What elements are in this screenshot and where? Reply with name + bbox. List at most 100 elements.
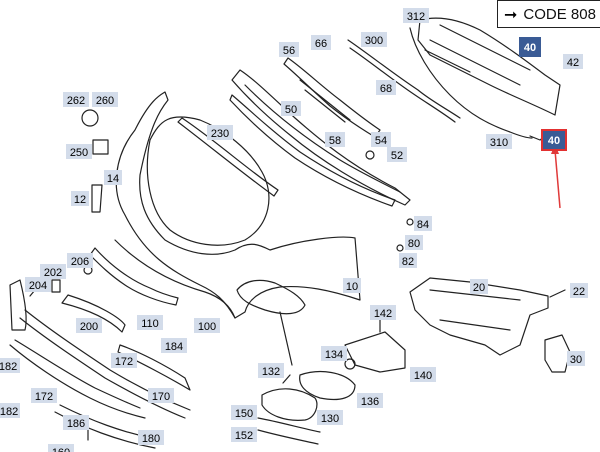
callout-230: 230 [207,125,233,140]
callout-130: 130 [317,410,343,425]
svg-text:58: 58 [329,135,341,147]
module-250 [92,139,109,155]
clip-134 [344,358,356,370]
svg-text:54: 54 [375,135,387,147]
hole-202 [51,279,61,293]
callout-180: 180 [138,430,164,445]
svg-text:22: 22 [573,286,585,298]
callout-110: 110 [137,315,163,330]
svg-text:130: 130 [321,413,339,425]
svg-text:200: 200 [80,321,98,333]
callout-142: 142 [370,305,396,320]
callout-40-highlight: 40 [541,129,567,151]
svg-text:186: 186 [67,418,85,430]
absorber-40 [417,17,561,116]
callout-52: 52 [387,147,407,162]
callout-202: 202 [40,264,66,279]
code-label: CODE 808 [523,5,596,23]
callout-12: 12 [71,191,89,206]
strip-172 [14,339,141,409]
indicator-arrow [554,149,561,209]
svg-text:134: 134 [325,349,343,361]
svg-text:142: 142 [374,308,392,320]
callout-260: 260 [92,92,118,107]
svg-text:160: 160 [52,447,70,452]
bumper-cover [115,91,361,319]
callout-136: 136 [357,393,383,408]
svg-text:312: 312 [407,11,425,23]
svg-text:66: 66 [315,38,327,50]
callout-40-top: 40 [519,37,541,57]
harness-310 [409,27,533,139]
callout-206: 206 [67,253,93,268]
trim-152 [257,429,319,445]
callout-200: 200 [76,318,102,333]
callout-82: 82 [399,253,417,268]
callout-170: 170 [148,388,174,403]
svg-text:100: 100 [198,321,216,333]
callout-172-a: 172 [111,353,137,368]
callout-182-a: 182 [0,358,20,373]
svg-text:82: 82 [402,256,414,268]
fog-trim-136 [299,371,356,401]
callout-68: 68 [376,80,396,95]
callout-20: 20 [470,279,488,294]
svg-text:68: 68 [380,83,392,95]
callout-184: 184 [161,338,187,353]
svg-text:172: 172 [115,356,133,368]
callout-186: 186 [63,415,89,430]
callout-172-b: 172 [31,388,57,403]
callout-300: 300 [361,32,387,47]
grille-110 [89,247,179,306]
svg-text:132: 132 [262,366,280,378]
svg-text:14: 14 [107,173,119,185]
callout-56: 56 [279,42,299,57]
clip-12 [91,184,103,213]
svg-text:52: 52 [391,150,403,162]
svg-text:182: 182 [0,406,18,418]
svg-text:42: 42 [567,57,579,69]
callout-58: 58 [325,132,345,147]
svg-text:56: 56 [283,45,295,57]
svg-text:180: 180 [142,433,160,445]
svg-text:80: 80 [408,238,420,250]
svg-text:182: 182 [0,361,17,373]
leader-line [279,311,293,366]
callout-80: 80 [405,235,423,250]
callout-10: 10 [343,278,361,293]
svg-text:260: 260 [96,95,114,107]
sensor-262 [81,109,99,127]
svg-text:206: 206 [71,256,89,268]
svg-text:50: 50 [285,104,297,116]
screw-22 [549,289,566,298]
svg-text:310: 310 [490,137,508,149]
svg-text:20: 20 [473,282,485,294]
clip-54 [365,150,375,160]
screw-132 [282,374,291,384]
svg-text:250: 250 [70,147,88,159]
svg-text:152: 152 [235,430,253,442]
code-legend: ➞ CODE 808 [497,0,600,28]
callout-100: 100 [194,318,220,333]
absorber-50 [229,94,396,207]
svg-text:150: 150 [235,408,253,420]
svg-text:184: 184 [165,341,183,353]
svg-text:202: 202 [44,267,62,279]
strip-200 [61,294,126,333]
callout-134: 134 [321,346,347,361]
callout-132: 132 [258,363,284,378]
callout-152: 152 [231,427,257,442]
callout-84: 84 [414,216,432,231]
callout-312: 312 [403,8,429,23]
trim-150 [257,417,321,433]
callout-310: 310 [486,134,512,149]
svg-text:230: 230 [211,128,229,140]
svg-text:262: 262 [67,95,85,107]
svg-text:10: 10 [346,281,358,293]
svg-text:110: 110 [141,318,159,330]
callout-262: 262 [63,92,89,107]
svg-text:172: 172 [35,391,53,403]
svg-text:140: 140 [414,370,432,382]
callout-14: 14 [104,170,122,185]
